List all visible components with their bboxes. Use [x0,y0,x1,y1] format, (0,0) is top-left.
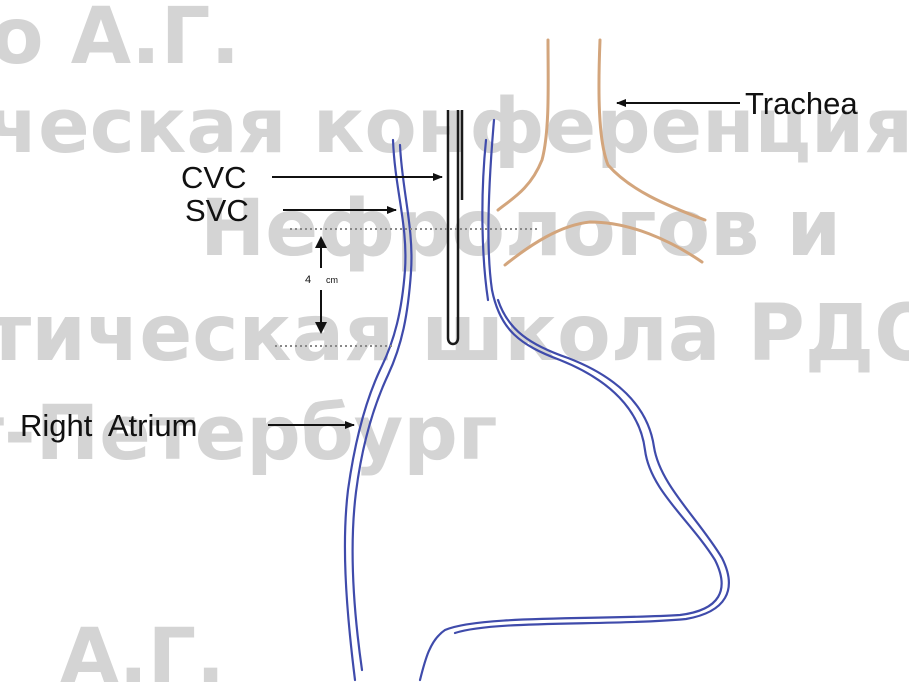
left-bronchus-wall [505,222,702,265]
distance-arrow-head-up [315,236,327,248]
svc-label: SVC [185,193,249,228]
distance-value-label: 4 [305,274,311,286]
svc-right-wall-inner [482,140,488,300]
distance-arrow [315,236,327,334]
vessel-outline [345,120,729,680]
distance-unit-label: cm [326,275,338,285]
heart-border-inner [455,300,729,633]
distance-reference-lines [275,229,540,346]
trachea-outline [498,40,705,265]
cvc-label: CVC [181,160,246,195]
svc-right-wall-outer [420,120,722,680]
right-atrium-label: Right Atrium [20,408,197,443]
trachea-label: Trachea [745,86,858,121]
cvc-catheter [448,110,462,344]
trachea-right-wall [599,40,705,220]
distance-arrow-head-down [315,322,327,334]
catheter-body [448,110,458,344]
trachea-left-wall [498,40,548,210]
